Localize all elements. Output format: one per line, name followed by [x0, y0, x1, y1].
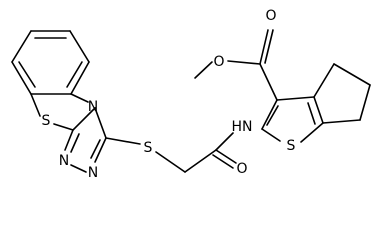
- bond: [94, 107, 107, 139]
- bond: [313, 63, 335, 98]
- methyl-ester: [194, 29, 278, 101]
- atom-labels: O O HN S S S N N N O: [42, 8, 296, 181]
- bond: [30, 93, 41, 117]
- aromatic-inner-bond: [66, 61, 83, 88]
- bond: [70, 93, 89, 103]
- atom-label-triazole-nitrogen-b: N: [88, 165, 98, 181]
- benzene-ring: [11, 30, 90, 95]
- bond: [11, 61, 32, 95]
- atom-label-methoxy-oxygen: O: [213, 54, 224, 70]
- double-bond-inner: [90, 139, 101, 159]
- bond: [155, 151, 186, 173]
- double-bond-second: [212, 154, 234, 169]
- bond: [359, 84, 371, 121]
- atom-label-amide-nitrogen: HN: [232, 119, 253, 135]
- bond: [227, 60, 261, 65]
- bond: [94, 137, 107, 163]
- bond: [322, 119, 361, 124]
- atom-label-thiophene-sulfur: S: [287, 138, 296, 154]
- molecule-drawing: O O HN S S S N N N O: [11, 8, 371, 181]
- cyclopenta-thiophene-rings: [261, 63, 371, 143]
- double-bond-inner: [70, 133, 80, 153]
- bond: [72, 107, 96, 131]
- bond: [70, 164, 87, 173]
- thioacetamide-linker: [105, 132, 237, 173]
- bond: [70, 61, 90, 95]
- bond: [276, 96, 315, 101]
- bond: [105, 137, 141, 145]
- bond: [261, 128, 281, 142]
- bond: [261, 99, 278, 130]
- bond: [300, 122, 324, 143]
- bond: [53, 123, 74, 131]
- thiazole-triazole-rings: [30, 93, 107, 173]
- bond: [259, 63, 278, 101]
- atom-label-amide-carbonyl-oxygen: O: [236, 161, 247, 177]
- structure-canvas: O O HN S S S N N N O: [11, 8, 371, 181]
- atom-label-triazole-nitrogen-a: N: [59, 153, 69, 169]
- double-bond-second: [264, 29, 274, 64]
- bond: [333, 63, 371, 86]
- double-bond-inner: [266, 105, 279, 126]
- atom-label-benzothiazole-sulfur: S: [42, 113, 51, 129]
- bond: [64, 129, 74, 151]
- bond: [69, 30, 90, 63]
- bond: [215, 149, 237, 164]
- bond: [194, 61, 213, 79]
- atom-label-ester-carbonyl-oxygen: O: [265, 8, 276, 24]
- aromatic-inner-bond: [18, 61, 36, 88]
- bond: [313, 96, 324, 124]
- bond: [215, 132, 234, 151]
- atom-label-linker-sulfur: S: [144, 140, 153, 156]
- bond: [259, 29, 269, 65]
- bond: [184, 149, 217, 173]
- double-bond-inner: [307, 102, 316, 125]
- bond: [11, 30, 32, 63]
- atom-label-bridge-nitrogen: N: [88, 99, 98, 115]
